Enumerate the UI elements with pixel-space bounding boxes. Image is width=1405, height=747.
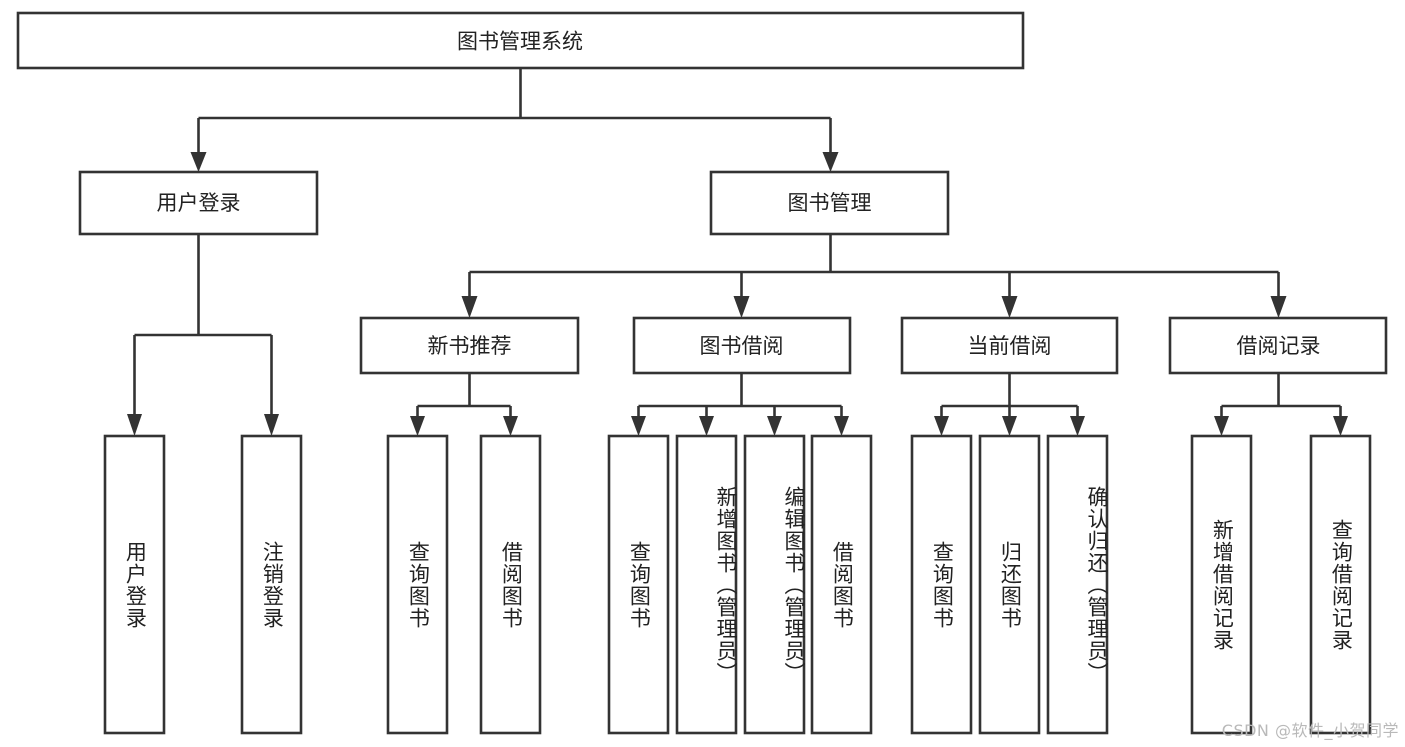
node-current-borrow[interactable]: 当前借阅 <box>900 316 1119 375</box>
node-book-borrow-box[interactable] <box>632 316 852 375</box>
arrow-head-leaf-add-record <box>1214 416 1229 436</box>
connector-group-book-manage <box>461 234 1287 318</box>
node-leaf-borrow-book-2-box[interactable] <box>810 434 873 735</box>
node-book-borrow[interactable]: 图书借阅 <box>632 316 852 375</box>
watermark-text: CSDN @软件_小贺同学 <box>1221 721 1399 740</box>
node-leaf-confirm-return-box[interactable] <box>1046 434 1109 735</box>
arrow-head-leaf-query-book-1 <box>410 416 425 436</box>
node-borrow-record-label: 借阅记录 <box>1237 334 1321 358</box>
node-current-borrow-box[interactable] <box>900 316 1119 375</box>
node-borrow-record-box[interactable] <box>1168 316 1388 375</box>
node-root[interactable]: 图书管理系统 <box>16 11 1025 70</box>
node-leaf-add-record-box[interactable] <box>1190 434 1253 735</box>
node-current-borrow-label: 当前借阅 <box>968 334 1052 358</box>
node-new-book-recommend[interactable]: 新书推荐 <box>359 316 580 375</box>
arrow-head-leaf-confirm-return <box>1070 416 1085 436</box>
arrow-head-user-login <box>190 152 207 172</box>
arrow-head-leaf-query-record <box>1333 416 1348 436</box>
node-leaf-query-book-1-box[interactable] <box>386 434 449 735</box>
node-leaf-query-book-2-box[interactable] <box>607 434 670 735</box>
connector-group-new-book-recommend <box>410 373 518 436</box>
arrow-head-leaf-query-book-2 <box>631 416 646 436</box>
arrow-head-leaf-borrow-book-2 <box>834 416 849 436</box>
node-new-book-recommend-box[interactable] <box>359 316 580 375</box>
node-leaf-return-book-box[interactable] <box>978 434 1041 735</box>
node-leaf-query-book-3-box[interactable] <box>910 434 973 735</box>
arrow-head-leaf-edit-book <box>767 416 782 436</box>
node-book-manage-label: 图书管理 <box>788 191 872 215</box>
arrow-head-leaf-return-book <box>1002 416 1017 436</box>
arrow-head-new-book-recommend <box>461 296 478 318</box>
node-leaf-user-login-box[interactable] <box>103 434 166 735</box>
node-user-login-label: 用户登录 <box>157 191 241 215</box>
node-user-login[interactable]: 用户登录 <box>78 170 319 236</box>
connector-group-borrow-record <box>1214 373 1348 436</box>
connector-group-current-borrow <box>934 373 1085 436</box>
arrow-head-book-manage <box>822 152 839 172</box>
arrow-head-leaf-user-logout <box>264 414 279 436</box>
node-leaf-query-record-box[interactable] <box>1309 434 1372 735</box>
arrow-head-leaf-query-book-3 <box>934 416 949 436</box>
node-leaf-borrow-book-1-box[interactable] <box>479 434 542 735</box>
node-leaf-add-book-box[interactable] <box>675 434 738 735</box>
arrow-head-leaf-user-login <box>127 414 142 436</box>
connector-group-user-login <box>127 234 279 436</box>
connector-group-book-borrow <box>631 373 849 436</box>
node-root-label: 图书管理系统 <box>457 30 583 54</box>
arrow-head-book-borrow <box>733 296 750 318</box>
node-leaf-edit-book-box[interactable] <box>743 434 806 735</box>
arrow-head-borrow-record <box>1270 296 1287 318</box>
node-root-box[interactable] <box>16 11 1025 70</box>
leaf-box-group <box>103 434 1372 735</box>
arrow-head-leaf-borrow-book-1 <box>503 416 518 436</box>
arrow-head-leaf-add-book <box>699 416 714 436</box>
arrow-head-current-borrow <box>1001 296 1018 318</box>
node-user-login-box[interactable] <box>78 170 319 236</box>
connector-group-root <box>190 68 839 172</box>
node-book-manage-box[interactable] <box>709 170 950 236</box>
node-new-book-recommend-label: 新书推荐 <box>428 334 512 358</box>
node-book-manage[interactable]: 图书管理 <box>709 170 950 236</box>
node-borrow-record[interactable]: 借阅记录 <box>1168 316 1388 375</box>
node-book-borrow-label: 图书借阅 <box>700 334 784 358</box>
node-leaf-user-logout-box[interactable] <box>240 434 303 735</box>
